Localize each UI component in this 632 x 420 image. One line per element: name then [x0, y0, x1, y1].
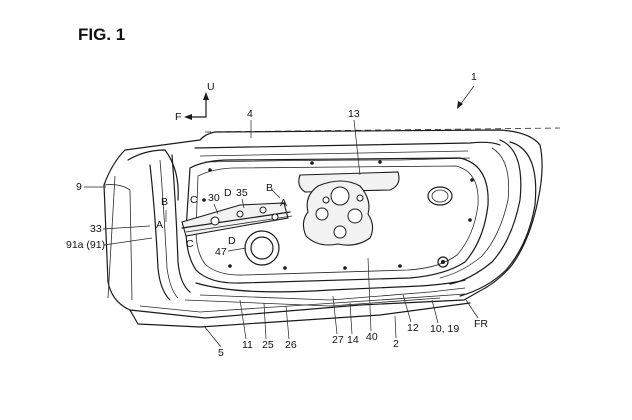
- label-26: 26: [285, 339, 297, 351]
- label-a-right: A: [280, 197, 287, 209]
- direction-indicator: U F: [175, 81, 215, 123]
- label-13: 13: [348, 108, 360, 120]
- label-30: 30: [208, 192, 220, 204]
- direction-front-label: F: [175, 111, 181, 123]
- label-b-left: B: [161, 196, 168, 208]
- label-12: 12: [407, 322, 419, 334]
- label-27: 27: [332, 334, 344, 346]
- label-fr: FR: [474, 318, 488, 330]
- label-35: 35: [236, 187, 248, 199]
- label-d-lower: D: [228, 235, 236, 247]
- carrier-panel: [302, 180, 374, 246]
- label-9: 9: [76, 181, 82, 193]
- reference-labels: 1 4 13 9 B B A A C 30 D 35 33 91a (91) C…: [66, 71, 488, 359]
- label-1: 1: [471, 71, 477, 83]
- label-40: 40: [366, 331, 378, 343]
- label-a-left: A: [156, 219, 163, 231]
- label-11: 11: [242, 339, 253, 351]
- label-25: 25: [262, 339, 274, 351]
- label-c-upper: C: [190, 194, 198, 206]
- direction-up-label: U: [207, 81, 215, 93]
- label-4: 4: [247, 108, 253, 120]
- figure-title: FIG. 1: [78, 25, 125, 44]
- label-b-right: B: [266, 182, 273, 194]
- door-outline: [103, 127, 561, 328]
- label-5: 5: [218, 347, 224, 359]
- label-10-19: 10, 19: [430, 323, 459, 335]
- label-2: 2: [393, 338, 399, 350]
- label-14: 14: [347, 334, 359, 346]
- label-d-upper: D: [224, 187, 232, 199]
- label-47: 47: [215, 246, 227, 258]
- label-91a: 91a (91): [66, 239, 105, 251]
- label-c-lower: C: [186, 238, 194, 250]
- label-33: 33: [90, 223, 102, 235]
